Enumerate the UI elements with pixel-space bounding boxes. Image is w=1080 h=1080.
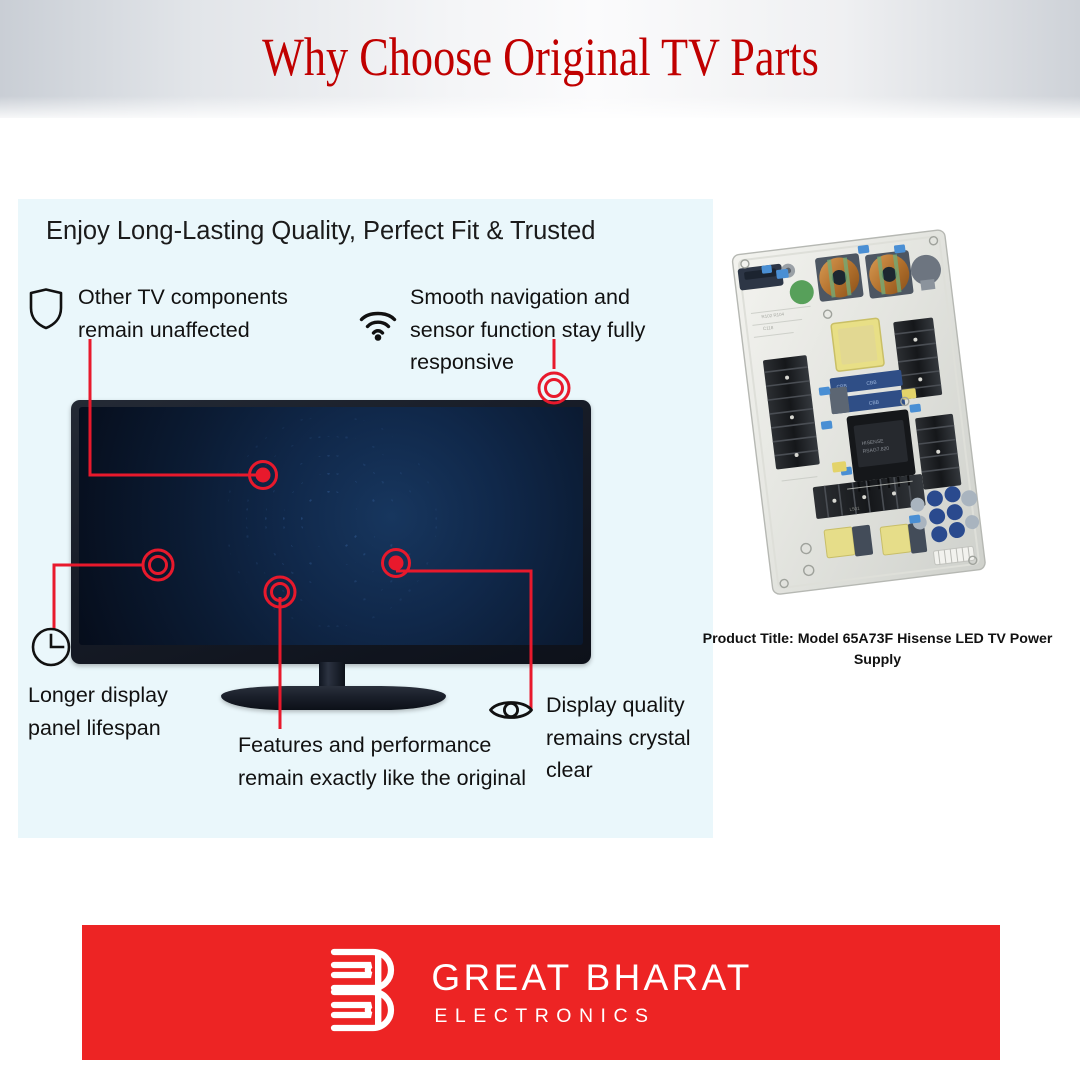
product-caption: Product Title: Model 65A73F Hisense LED … — [702, 631, 1053, 668]
feature-label: Features and performance remain exactly … — [238, 733, 526, 790]
footer-banner: GREAT BHARAT ELECTRONICS — [82, 925, 1000, 1060]
smd-parts — [761, 244, 922, 524]
shield-icon — [28, 287, 64, 335]
toroid-1 — [815, 253, 864, 302]
svg-text:CBB: CBB — [836, 383, 848, 390]
page-title: Why Choose Original TV Parts — [261, 27, 819, 87]
svg-text:HISENSE: HISENSE — [861, 438, 884, 447]
output-connector — [933, 545, 975, 566]
tv-stand-base — [221, 686, 446, 710]
svg-text:R102 R104: R102 R104 — [761, 311, 785, 319]
svg-text:RSAG7.820: RSAG7.820 — [862, 446, 889, 455]
smd-yellow — [831, 388, 917, 473]
infographic-panel: Enjoy Long-Lasting Quality, Perfect Fit … — [18, 199, 713, 838]
heatsink-top-right — [893, 317, 943, 400]
electrolytic-cap — [910, 254, 941, 285]
transformer-small-2 — [879, 523, 912, 556]
feature-longer-lifespan: Longer display panel lifespan — [28, 626, 218, 744]
tv-bezel — [71, 400, 591, 664]
clock-icon — [30, 626, 72, 673]
feature-other-components: Other TV components remain unaffected — [28, 281, 348, 346]
brand-name: GREAT BHARAT — [431, 956, 753, 998]
marker-ring-3-inner — [544, 378, 564, 398]
svg-text:CBB: CBB — [869, 400, 881, 407]
feature-display-quality: Display quality remains crystal clear — [488, 689, 713, 787]
feature-smooth-navigation: Smooth navigation and sensor function st… — [358, 281, 688, 379]
heatsink-bottom — [812, 474, 926, 519]
feature-label: Display quality remains crystal clear — [546, 693, 691, 783]
header-banner: Why Choose Original TV Parts — [0, 0, 1080, 118]
feature-label: Longer display panel lifespan — [28, 683, 168, 740]
feature-features-performance: Features and performance remain exactly … — [238, 729, 528, 794]
heatsink-left — [763, 355, 820, 470]
toroid-2 — [865, 250, 914, 299]
panel-heading: Enjoy Long-Lasting Quality, Perfect Fit … — [46, 217, 596, 245]
tv-screen — [79, 407, 583, 645]
feature-label: Smooth navigation and sensor function st… — [410, 285, 646, 375]
svg-text:L501: L501 — [849, 506, 860, 512]
brand-lockup: GREAT BHARAT ELECTRONICS — [329, 944, 752, 1041]
varistor — [789, 280, 814, 305]
brand-text: GREAT BHARAT ELECTRONICS — [431, 959, 752, 1027]
heatsink-bottom-right — [915, 413, 962, 490]
transformer-small-1 — [823, 526, 856, 559]
wifi-icon — [358, 307, 398, 346]
transformer-center: HISENSE RSAG7.820 — [846, 409, 916, 492]
eye-icon — [488, 696, 534, 729]
svg-text:CBB: CBB — [866, 380, 878, 387]
tv-screen-dot-pattern — [216, 407, 446, 637]
great-bharat-logo-icon — [329, 944, 405, 1041]
feature-label: Other TV components remain unaffected — [78, 285, 288, 342]
svg-text:C118: C118 — [763, 325, 774, 331]
electrolytic-cluster — [926, 486, 965, 543]
brand-subtitle: ELECTRONICS — [434, 1004, 656, 1027]
